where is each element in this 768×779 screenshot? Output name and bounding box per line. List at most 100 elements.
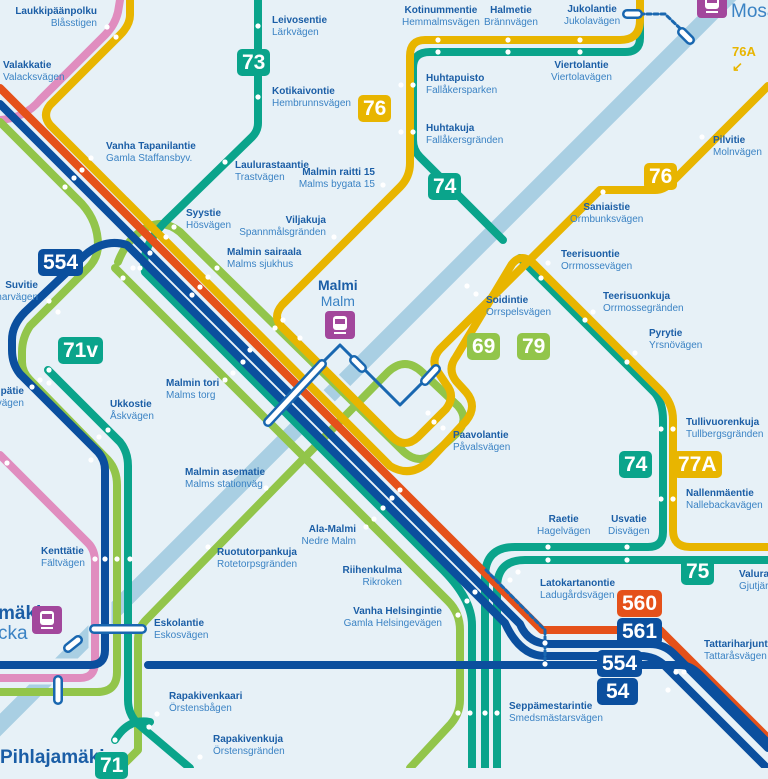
route-badge-554[interactable]: 554 [38, 249, 84, 276]
station-pihlajamaki[interactable]: mäki cka [0, 604, 41, 644]
stop[interactable]: TattariharjuntieTattaråsvägen [704, 639, 768, 663]
route-badge-554[interactable]: 554 [597, 650, 643, 677]
stop[interactable]: ValuranGjutjär [739, 569, 768, 593]
route-badge-71v[interactable]: 71v [58, 337, 104, 364]
route-badge-73[interactable]: 73 [237, 49, 271, 76]
stop-name-fi: Teerisuontie [561, 249, 620, 260]
stop-marker [46, 298, 52, 304]
route-badge-560[interactable]: 560 [617, 590, 663, 617]
stop-marker [197, 284, 203, 290]
stop-marker [410, 129, 416, 135]
station-pihlajamaki-label[interactable]: Pihlajamäki [0, 747, 105, 768]
stop-marker [410, 82, 416, 88]
stop-marker [130, 265, 136, 271]
stop-marker [455, 612, 461, 618]
station-malmi[interactable]: Malmi Malm [318, 277, 358, 309]
route-badge-561[interactable]: 561 [617, 618, 663, 645]
stop-marker [681, 669, 687, 675]
stop-marker [189, 292, 195, 298]
stop-name-sv: Disvägen [608, 526, 650, 537]
route-badge-71[interactable]: 71 [95, 752, 129, 779]
stop-marker [670, 496, 676, 502]
route-line-teal-71 [111, 717, 154, 744]
route-badge-79[interactable]: 79 [517, 333, 551, 360]
stop-marker [582, 317, 588, 323]
stop-marker [624, 557, 630, 563]
station-mosa[interactable]: Mosa [731, 1, 768, 22]
stop-marker [482, 710, 488, 716]
route-badge-76[interactable]: 76 [358, 95, 392, 122]
stop-marker [435, 49, 441, 55]
stop-marker [222, 377, 228, 383]
stop[interactable]: Suvitiemarvägen [0, 280, 38, 304]
stop-name-sv: Orrspelsvägen [486, 307, 552, 318]
route-badge-74[interactable]: 74 [428, 173, 462, 200]
stop-marker [222, 159, 228, 165]
stop-name-fi: Ala-Malmi [308, 524, 356, 535]
stop-name-sv: Fallåkersparken [426, 85, 498, 96]
stop-marker [389, 495, 395, 501]
stop-marker [205, 274, 211, 280]
route-badge-74[interactable]: 74 [619, 451, 653, 478]
stop-marker [699, 134, 705, 140]
stop-marker [632, 350, 638, 356]
route-badge-77a[interactable]: 77A [673, 451, 722, 478]
stop-marker [398, 82, 404, 88]
stop-name-fi: Malmin asematie [185, 467, 266, 478]
stop-marker [507, 577, 513, 583]
stop-marker [120, 275, 126, 281]
stop-marker [494, 710, 500, 716]
route-badge-75[interactable]: 75 [681, 558, 715, 585]
stop-marker [146, 724, 152, 730]
stop[interactable]: pätievägen [0, 386, 24, 410]
stop-name-fi: Kotikaivontie [272, 86, 335, 97]
route-badge-69[interactable]: 69 [467, 333, 501, 360]
stop-marker [331, 234, 337, 240]
stop-marker [147, 250, 153, 256]
route-badge-76[interactable]: 76 [644, 163, 678, 190]
train-icon [32, 606, 62, 634]
route-badge-54[interactable]: 54 [597, 678, 639, 705]
stop-name-sv: Rotetorpsgränden [217, 559, 298, 570]
